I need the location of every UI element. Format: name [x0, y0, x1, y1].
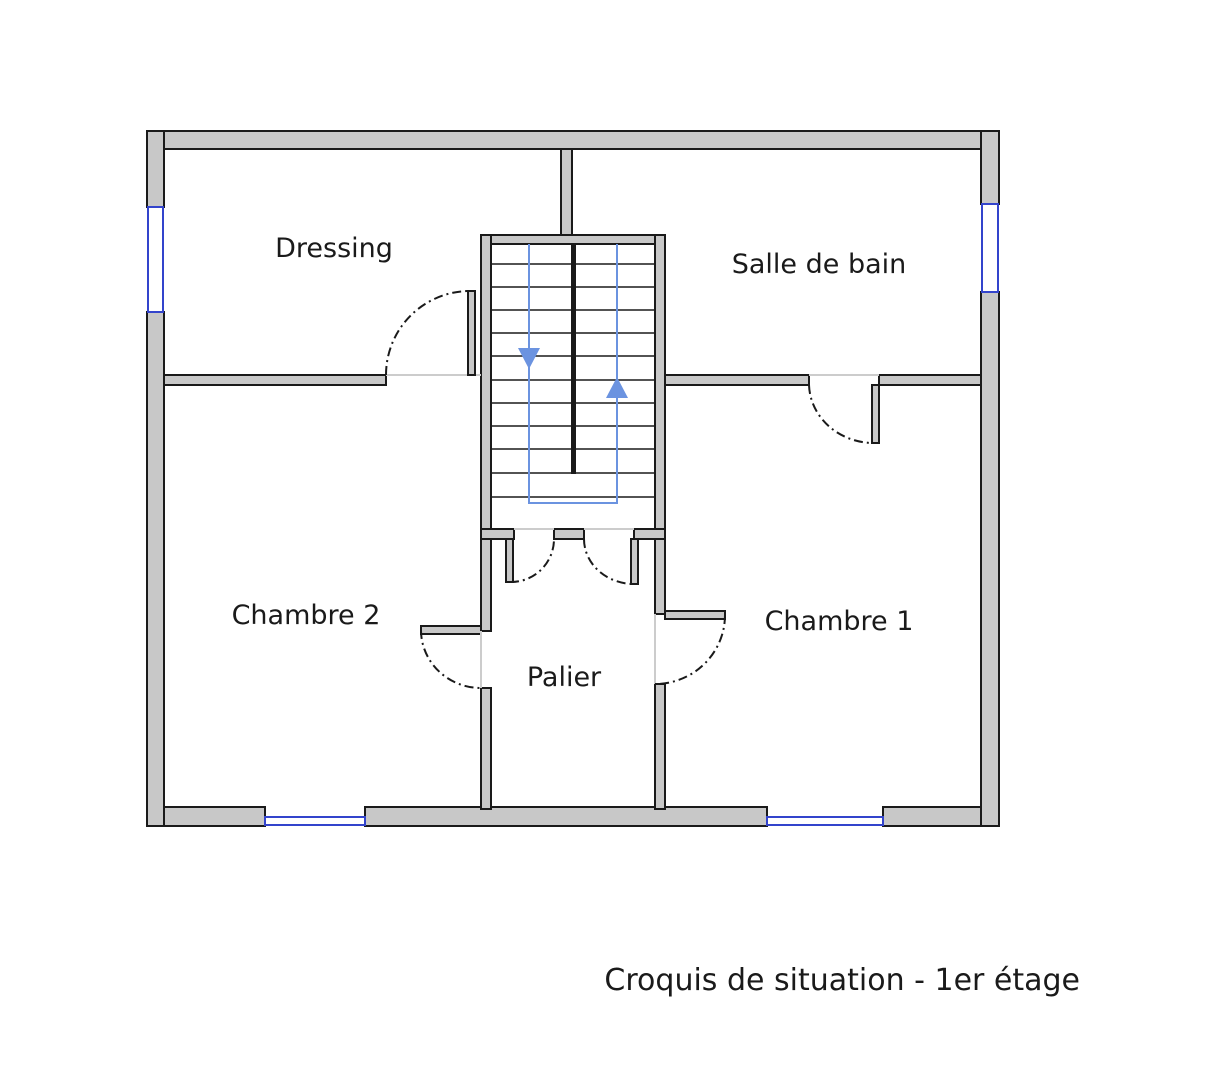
door-swing [583, 538, 635, 585]
door-swing [808, 384, 876, 445]
door-stair-left [505, 538, 555, 584]
room-label-chambre-2: Chambre 2 [232, 600, 381, 631]
wall-bath-bottom-left [664, 374, 810, 386]
room-label-salle-de-bain: Salle de bain [732, 249, 907, 280]
stair-arrow-down-icon [518, 348, 540, 369]
stair-wall-bottom-mid [553, 528, 585, 540]
stair-wall-bottom-right [633, 528, 666, 540]
plan-caption: Croquis de situation - 1er étage [604, 963, 1080, 998]
door-bathroom [808, 384, 880, 445]
outer-wall-right-top [980, 130, 1000, 205]
stair-center-rail [571, 244, 576, 474]
window-bathroom [981, 203, 999, 293]
wall-dressing-bottom [163, 374, 387, 386]
door-swing [385, 290, 471, 376]
door-dressing [385, 290, 476, 376]
door-openings [386, 374, 879, 688]
room-label-chambre-1: Chambre 1 [765, 606, 914, 637]
wall-bath-bottom-right [878, 374, 982, 386]
palier-wall-left-bottom [480, 687, 492, 810]
wall-stub-chambre1 [664, 610, 726, 620]
palier-wall-right-top [654, 538, 666, 615]
window-chambre-2 [264, 816, 366, 826]
walls [146, 130, 1000, 827]
window-chambre-1 [766, 816, 884, 826]
stair-wall-bottom-left [480, 528, 515, 540]
room-label-dressing: Dressing [275, 233, 393, 264]
door-leaf [630, 538, 639, 585]
door-swing [654, 614, 726, 685]
room-label-palier: Palier [527, 662, 602, 693]
stair-wall-left [480, 234, 492, 530]
stair-direction-line [528, 244, 618, 504]
outer-wall-bottom-mid [364, 806, 768, 827]
door-leaf [505, 538, 514, 583]
stair-arrow-up-icon [606, 377, 628, 398]
palier-wall-right-bottom [654, 683, 666, 810]
room-labels: Dressing Salle de bain Chambre 2 Chambre… [232, 233, 914, 693]
door-leaf [467, 290, 476, 376]
palier-wall-left-top [480, 538, 492, 632]
stair-wall-right [654, 234, 666, 530]
outer-wall-left-bottom [146, 311, 165, 827]
door-stair-right [583, 538, 639, 585]
outer-wall-right-bottom [980, 291, 1000, 827]
door-leaf [871, 384, 880, 444]
door-swing [509, 538, 555, 584]
staircase [491, 244, 655, 504]
door-chambre-2 [420, 629, 482, 689]
door-chambre-1 [654, 614, 726, 685]
windows [147, 203, 999, 826]
doors [385, 290, 880, 689]
outer-wall-top [146, 130, 1000, 150]
door-swing [420, 629, 482, 689]
wall-stub-chambre2 [420, 625, 482, 635]
wall-divider-top [560, 148, 573, 236]
outer-wall-left-top [146, 130, 165, 208]
stair-wall-top [480, 234, 666, 245]
window-dressing [147, 206, 164, 313]
